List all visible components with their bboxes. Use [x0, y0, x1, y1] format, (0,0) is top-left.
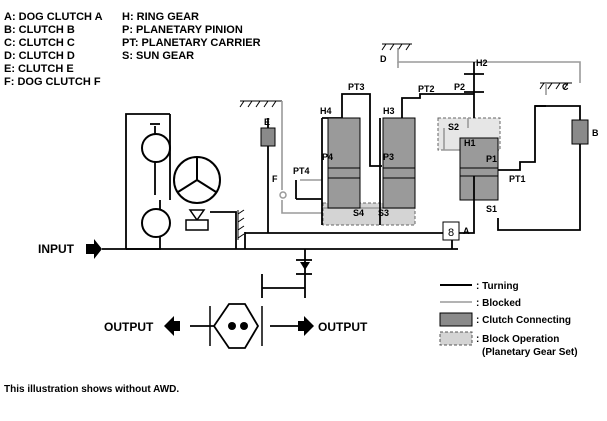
label-f: F — [272, 174, 278, 184]
key-turning-label: : Turning — [476, 281, 519, 292]
legend-line-a: A: DOG CLUTCH A — [4, 11, 103, 23]
label-d: D — [380, 54, 387, 64]
key-clutch-label: : Clutch Connecting — [476, 315, 571, 326]
line-key: : Turning : Blocked : Clutch Connecting … — [439, 281, 578, 358]
io-arrows — [86, 239, 314, 336]
label-b: B — [592, 128, 599, 138]
label-h4: H4 — [320, 106, 332, 116]
key-block-op-sublabel: (Planetary Gear Set) — [482, 347, 578, 358]
key-blocked-label: : Blocked — [476, 298, 521, 309]
label-h2: H2 — [476, 58, 488, 68]
label-pt2: PT2 — [418, 84, 435, 94]
key-block-op-label: : Block Operation — [476, 334, 559, 345]
legend-line-pt: PT: PLANETARY CARRIER — [122, 37, 261, 49]
label-e: E — [264, 117, 270, 127]
label-p1: P1 — [486, 154, 497, 164]
label-s1: S1 — [486, 204, 497, 214]
legend-line-h: H: RING GEAR — [122, 11, 199, 23]
clutch-b — [571, 119, 589, 145]
converter-upper-ring — [141, 133, 171, 163]
label-pt4: PT4 — [293, 166, 310, 176]
label-s3: S3 — [378, 208, 389, 218]
label-p4: P4 — [322, 152, 333, 162]
label-p3: P3 — [383, 152, 394, 162]
legend-line-s: S: SUN GEAR — [122, 50, 194, 62]
torque-converter — [141, 133, 221, 238]
input-arrow-icon — [86, 239, 102, 259]
label-pt3: PT3 — [348, 82, 365, 92]
label-p2: P2 — [454, 82, 465, 92]
converter-lower-ring — [141, 208, 171, 238]
output-right-arrow-icon — [298, 316, 314, 336]
differential — [209, 303, 263, 349]
label-a: A — [463, 226, 470, 236]
output-left-label: OUTPUT — [104, 320, 154, 334]
dog-clutch-f — [279, 191, 287, 199]
dog-clutch-a — [442, 221, 460, 241]
label-h1: H1 — [464, 138, 476, 148]
label-s4: S4 — [353, 208, 364, 218]
legend-line-p: P: PLANETARY PINION — [122, 24, 243, 36]
key-block-op-swatch — [439, 331, 473, 346]
legend-line-c: C: CLUTCH C — [4, 37, 75, 49]
input-label: INPUT — [38, 242, 75, 256]
output-left-arrow-icon — [164, 316, 180, 336]
ground-hatches — [237, 43, 572, 240]
gear-set-4 — [327, 117, 361, 209]
label-pt1: PT1 — [509, 174, 526, 184]
legend-line-f: F: DOG CLUTCH F — [4, 76, 101, 88]
gear-set-3 — [382, 117, 416, 209]
planetary-sets — [327, 117, 499, 210]
legend-line-b: B: CLUTCH B — [4, 24, 75, 36]
caption: This illustration shows without AWD. — [4, 384, 179, 395]
key-clutch-swatch — [439, 312, 473, 327]
legend-line-d: D: CLUTCH D — [4, 50, 75, 62]
gear-set-1 — [459, 137, 499, 201]
label-c: C — [562, 82, 569, 92]
down-arrow-icon — [300, 262, 310, 270]
component-legend: A: DOG CLUTCH A B: CLUTCH B C: CLUTCH C … — [4, 11, 261, 88]
legend-line-e: E: CLUTCH E — [4, 63, 74, 75]
clutches: 8 — [260, 119, 589, 241]
label-h3: H3 — [383, 106, 395, 116]
label-s2: S2 — [448, 122, 459, 132]
output-right-label: OUTPUT — [318, 320, 368, 334]
dog-clutch-a-glyph: 8 — [448, 227, 454, 239]
clutch-e — [260, 127, 276, 147]
part-labels: E F PT4 H4 PT3 P4 S4 S3 H3 P3 PT2 D H2 P… — [264, 54, 599, 236]
